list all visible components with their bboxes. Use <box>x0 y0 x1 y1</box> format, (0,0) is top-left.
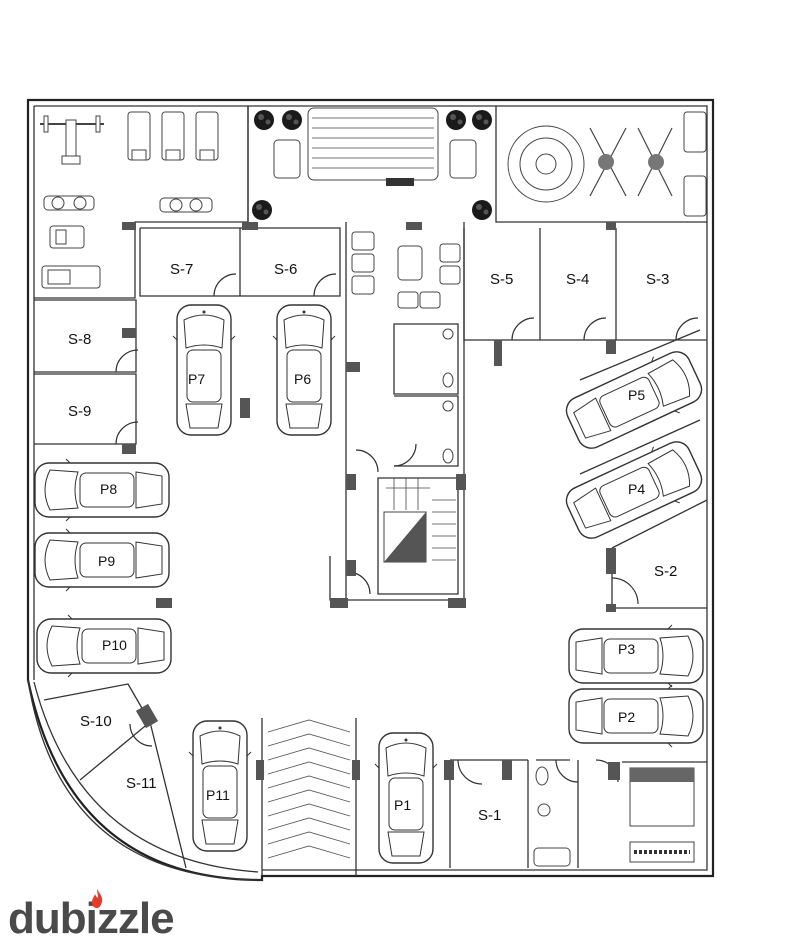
label-s2: S-2 <box>654 563 677 580</box>
label-s9: S-9 <box>68 403 91 420</box>
room-labels: S-7 S-6 S-8 S-9 S-5 S-4 S-3 S-2 S-1 S-10… <box>68 261 677 824</box>
entrance-garden <box>247 106 707 223</box>
outer-walls <box>26 98 715 882</box>
label-p6: P6 <box>294 371 311 387</box>
central-core <box>329 222 465 601</box>
label-s8: S-8 <box>68 331 91 348</box>
car-p7 <box>172 304 236 436</box>
car-p3 <box>568 624 704 688</box>
label-s11: S-11 <box>126 775 157 792</box>
label-s5: S-5 <box>490 271 513 288</box>
storage-rooms-left <box>34 227 341 445</box>
label-p7: P7 <box>188 371 205 387</box>
label-s3: S-3 <box>646 271 669 288</box>
label-p2: P2 <box>618 709 635 725</box>
lounge-area <box>507 111 707 217</box>
label-s1: S-1 <box>478 807 501 824</box>
label-p5: P5 <box>628 387 645 403</box>
label-p4: P4 <box>628 481 645 497</box>
label-p1: P1 <box>394 797 411 813</box>
dubizzle-logo: dubizzle <box>8 889 175 945</box>
ramp <box>261 718 357 876</box>
label-s7: S-7 <box>170 261 193 278</box>
car-p11 <box>188 720 252 852</box>
label-s4: S-4 <box>566 271 589 288</box>
logo-text: dubizzle <box>8 894 175 943</box>
label-p8: P8 <box>100 481 117 497</box>
label-p11: P11 <box>206 787 230 803</box>
label-p10: P10 <box>102 637 127 653</box>
car-p2 <box>568 684 704 748</box>
label-p3: P3 <box>618 641 635 657</box>
label-p9: P9 <box>98 553 115 569</box>
label-s6: S-6 <box>274 261 297 278</box>
bottom-right-rooms <box>449 759 707 868</box>
label-s10: S-10 <box>80 713 112 730</box>
gym-room <box>34 106 249 299</box>
flame-icon <box>92 889 103 908</box>
car-p6 <box>272 304 336 436</box>
